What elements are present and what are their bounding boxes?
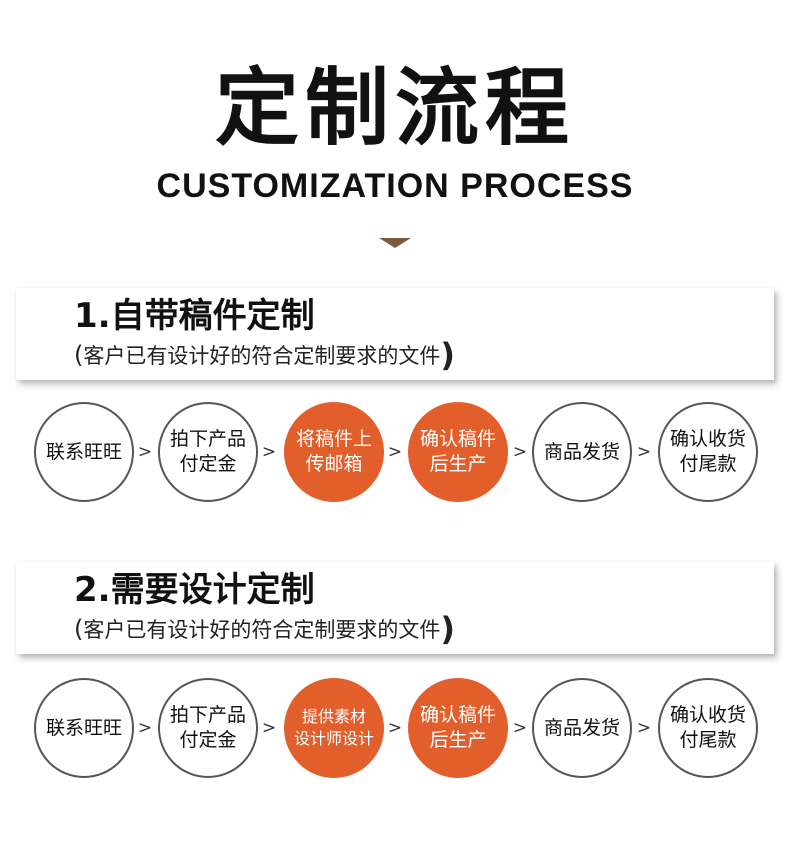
section-2-card: 2.需要设计定制 (客户已有设计好的符合定制要求的文件) bbox=[16, 562, 774, 654]
step-confirm-receipt: 确认收货 付尾款 bbox=[658, 678, 758, 778]
section-2-title: 2.需要设计定制 bbox=[74, 570, 315, 610]
step-confirm-produce: 确认稿件 后生产 bbox=[408, 678, 508, 778]
step-confirm-receipt: 确认收货 付尾款 bbox=[658, 402, 758, 502]
note-open-paren: ( bbox=[74, 341, 84, 369]
page-title: 定制流程 bbox=[214, 59, 575, 157]
page-subtitle: CUSTOMIZATION PROCESS bbox=[156, 167, 634, 205]
section-1-note-text: 客户已有设计好的符合定制要求的文件 bbox=[83, 344, 441, 368]
arrow-right-icon: > bbox=[636, 442, 652, 462]
step-confirm-produce: 确认稿件 后生产 bbox=[408, 402, 508, 502]
step-contact-wangwang: 联系旺旺 bbox=[34, 678, 134, 778]
note-close-paren: ) bbox=[440, 610, 455, 648]
section-2-steps: 联系旺旺 > 拍下产品 付定金 > 提供素材 设计师设计 > 确认稿件 后生产 … bbox=[0, 678, 790, 782]
section-1-note: (客户已有设计好的符合定制要求的文件) bbox=[74, 339, 455, 371]
arrow-right-icon: > bbox=[137, 718, 153, 738]
arrow-right-icon: > bbox=[512, 442, 528, 462]
step-order-deposit: 拍下产品 付定金 bbox=[158, 402, 258, 502]
arrow-right-icon: > bbox=[137, 442, 153, 462]
step-order-deposit: 拍下产品 付定金 bbox=[158, 678, 258, 778]
note-open-paren: ( bbox=[74, 615, 84, 643]
arrow-right-icon: > bbox=[387, 442, 403, 462]
arrow-right-icon: > bbox=[636, 718, 652, 738]
section-1-title: 1.自带稿件定制 bbox=[74, 296, 315, 336]
section-2-note: (客户已有设计好的符合定制要求的文件) bbox=[74, 613, 455, 645]
section-1-card: 1.自带稿件定制 (客户已有设计好的符合定制要求的文件) bbox=[16, 288, 774, 380]
step-contact-wangwang: 联系旺旺 bbox=[34, 402, 134, 502]
step-ship-goods: 商品发货 bbox=[532, 402, 632, 502]
arrow-right-icon: > bbox=[387, 718, 403, 738]
step-upload-artwork: 将稿件上 传邮箱 bbox=[284, 402, 384, 502]
step-provide-materials: 提供素材 设计师设计 bbox=[284, 678, 384, 778]
arrow-right-icon: > bbox=[261, 718, 277, 738]
section-1-steps: 联系旺旺 > 拍下产品 付定金 > 将稿件上 传邮箱 > 确认稿件 后生产 > … bbox=[0, 402, 790, 506]
chevron-down-icon bbox=[379, 238, 411, 248]
section-2-note-text: 客户已有设计好的符合定制要求的文件 bbox=[83, 618, 441, 642]
arrow-right-icon: > bbox=[512, 718, 528, 738]
step-ship-goods: 商品发货 bbox=[532, 678, 632, 778]
note-close-paren: ) bbox=[440, 336, 455, 374]
arrow-right-icon: > bbox=[261, 442, 277, 462]
